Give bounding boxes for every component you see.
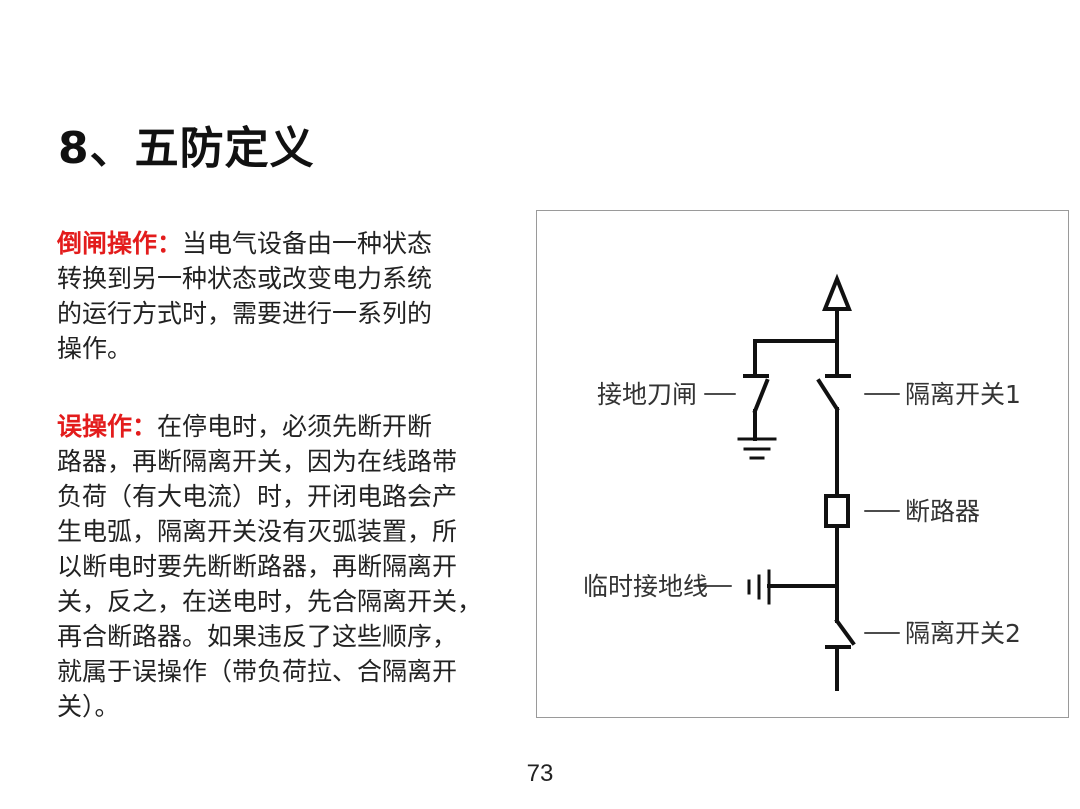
paragraph-line: 误操作：在停电时，必须先断开断 [57, 409, 535, 444]
page-number: 73 [526, 760, 554, 787]
paragraph-line: 倒闸操作：当电气设备由一种状态 [57, 226, 527, 261]
paragraph-line: 负荷（有大电流）时，开闭电路会产 [57, 482, 458, 511]
busbar-arrow [822, 273, 852, 311]
paragraph-line: 生电弧，隔离开关没有灭弧装置，所 [57, 517, 458, 546]
paragraph-line: 的运行方式时，需要进行一系列的 [57, 299, 433, 328]
label-grounding-knife-switch: 接地刀闸 [597, 380, 697, 409]
label-isolator-2: 隔离开关2 [905, 619, 1021, 648]
paragraph-line: 关）。 [57, 692, 120, 721]
circuit-breaker-symbol [824, 494, 850, 528]
label-temporary-ground-wire: 临时接地线 [583, 572, 708, 601]
ground-switch-blade [752, 378, 770, 414]
slide-title: 8、五防定义 [58, 123, 315, 174]
label-isolator-1: 隔离开关1 [905, 380, 1021, 409]
misoperation-term: 误操作： [57, 412, 158, 441]
switching-operation-term: 倒闸操作： [57, 229, 183, 258]
paragraph-line: 就属于误操作（带负荷拉、合隔离开 [57, 657, 458, 686]
paragraph-line: 路器，再断隔离开关，因为在线路带 [57, 447, 458, 476]
paragraph-line: 再合断路器。如果违反了这些顺序， [57, 622, 458, 651]
single-line-diagram: 接地刀闸 隔离开关1 断路器 临时接地线 隔离开关2 [536, 210, 1069, 718]
isolator1-blade [816, 378, 840, 412]
paragraph-text: 当电气设备由一种状态 [182, 229, 433, 258]
switching-operation-paragraph: 倒闸操作：当电气设备由一种状态 转换到另一种状态或改变电力系统 的运行方式时，需… [57, 226, 527, 366]
label-circuit-breaker: 断路器 [905, 497, 980, 526]
paragraph-text: 在停电时，必须先断开断 [157, 412, 433, 441]
isolator2-blade [834, 618, 856, 646]
paragraph-line: 操作。 [57, 334, 133, 363]
paragraph-line: 转换到另一种状态或改变电力系统 [57, 264, 433, 293]
diagram-svg: 接地刀闸 隔离开关1 断路器 临时接地线 隔离开关2 [583, 273, 1021, 691]
paragraph-line: 以断电时要先断断路器，再断隔离开 [57, 552, 458, 581]
paragraph-line: 关，反之，在送电时，先合隔离开关， [57, 587, 483, 616]
misoperation-paragraph: 误操作：在停电时，必须先断开断 路器，再断隔离开关，因为在线路带 负荷（有大电流… [57, 409, 535, 724]
